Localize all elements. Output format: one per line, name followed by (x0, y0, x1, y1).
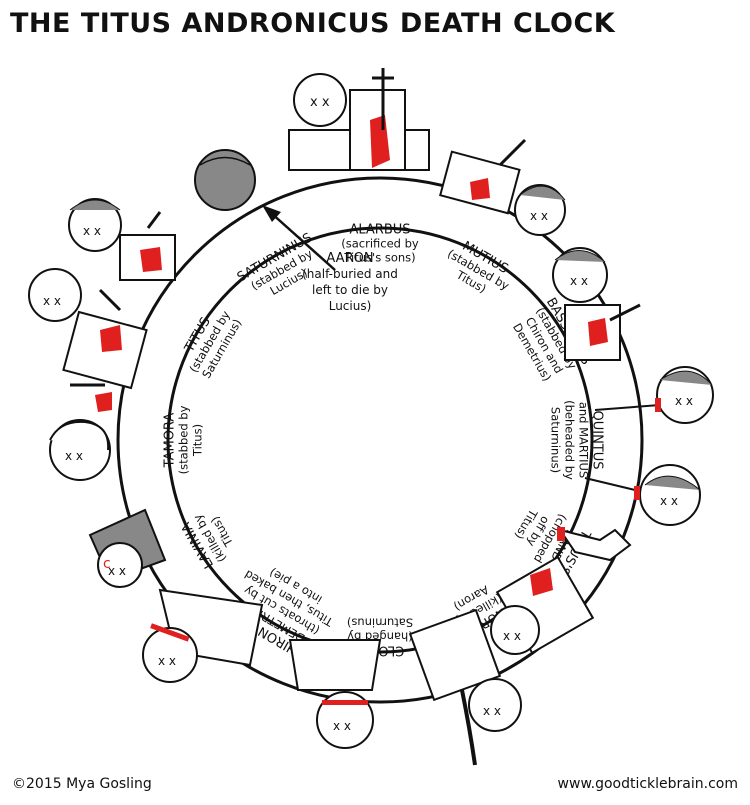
death-label-line: Saturninus) (549, 407, 563, 473)
figure-clown: x x (408, 608, 522, 766)
center-note: AARON(half-buried and left to die by Luciu… (302, 251, 398, 313)
figure-bassanius: x x (552, 247, 641, 361)
death-label-line: Saturninus) (347, 616, 413, 630)
figure-tamora: x x (49, 383, 112, 481)
death-label-line: (stabbed by (176, 405, 190, 474)
center-note-line: (half-buried and (302, 267, 398, 281)
death-label-line: Titus's sons) (343, 250, 415, 264)
page-title: THE TITUS ANDRONICUS DEATH CLOCK (10, 8, 616, 39)
decorative-figures: x x x x x x x x (28, 68, 714, 766)
website-credit: www.goodticklebrain.com (557, 776, 738, 792)
figure-aaron (194, 149, 256, 211)
death-label-line: (beheaded by (563, 400, 577, 480)
center-note-line: AARON (326, 251, 373, 266)
svg-text:x x: x x (108, 564, 126, 578)
figure-martius-head: x x (584, 464, 701, 526)
figure-pie-2: x x (142, 588, 264, 683)
figure-saturninus: x x (68, 198, 176, 281)
svg-text:c: c (103, 556, 111, 572)
center-note-line: Lucius) (329, 299, 372, 313)
death-label-line: (sacrificed by (341, 236, 419, 250)
figure-titus-hand (557, 527, 632, 562)
svg-text:x x: x x (158, 654, 176, 668)
figure-mutius: x x (439, 138, 566, 236)
death-label-line: QUINTUS (590, 410, 605, 469)
clock-inner-ring (166, 226, 594, 654)
figure-lavinia: x x c (88, 508, 167, 588)
svg-text:x x: x x (65, 449, 83, 463)
svg-text:x x: x x (310, 95, 330, 110)
svg-text:x x: x x (503, 629, 521, 643)
center-note-line: left to die by (312, 283, 388, 297)
svg-text:x x: x x (570, 274, 588, 288)
figure-quintus-head: x x (594, 366, 714, 424)
svg-text:x x: x x (660, 494, 678, 508)
figure-pie: x x (288, 639, 382, 749)
figure-titus: x x (28, 268, 148, 390)
svg-text:x x: x x (333, 719, 351, 733)
svg-text:x x: x x (83, 224, 101, 238)
death-label-line: Titus) (190, 424, 204, 457)
svg-text:x x: x x (530, 209, 548, 223)
figure-alarbus: x x (288, 68, 430, 171)
death-label-line: and MARTIUS (577, 402, 591, 478)
svg-text:x x: x x (675, 394, 693, 408)
figure-nurse: x x (490, 555, 595, 655)
clock-hand-arrow (262, 205, 336, 271)
svg-text:x x: x x (43, 294, 61, 308)
svg-text:x x: x x (483, 704, 501, 718)
death-label-line: ALARBUS (349, 222, 410, 237)
copyright-credit: ©2015 Mya Gosling (12, 776, 152, 792)
death-label-line: TAMORA (162, 413, 177, 469)
